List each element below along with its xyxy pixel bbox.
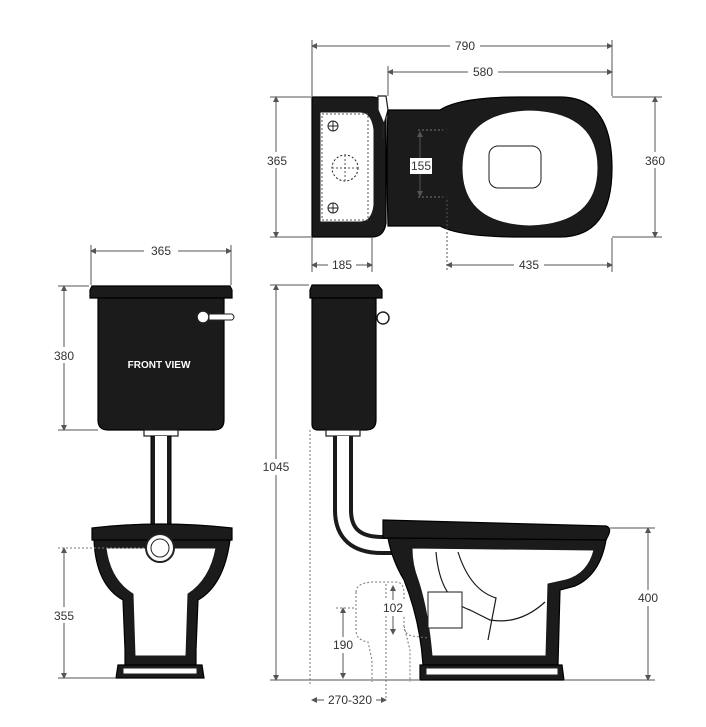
dim-365-plan: 365 [267,154,287,168]
front-view: FRONT VIEW 365 380 [52,243,235,679]
side-pan-seat [382,519,611,541]
dim-400: 400 [638,591,658,605]
side-view: 1045 400 102 190 270-320 [258,284,664,708]
dim-355: 355 [54,609,74,623]
plan-water-area [488,145,542,189]
dim-190: 190 [333,638,353,652]
front-flush-pipe-collar [143,429,179,437]
dim-185: 185 [332,258,352,272]
side-trapway [435,551,546,622]
dim-365-front: 365 [151,244,171,258]
front-lever-handle [196,310,235,324]
dim-1045: 1045 [263,460,290,474]
front-outlet [145,533,175,563]
dim-790: 790 [455,39,475,53]
plan-lever [377,95,389,126]
plan-view: 790 580 365 360 155 185 435 [266,38,669,273]
dim-155: 155 [411,159,431,173]
dim-380: 380 [54,349,74,363]
side-cistern [311,297,377,431]
front-cistern [97,297,225,431]
dim-580: 580 [473,65,493,79]
dim-270-320: 270-320 [328,693,372,707]
front-view-label: FRONT VIEW [128,360,191,371]
dim-360: 360 [645,154,665,168]
side-lever-knob [376,311,390,325]
dim-435: 435 [519,258,539,272]
dim-102: 102 [383,601,403,615]
front-cistern-lid [89,285,233,299]
side-cistern-lid [309,284,383,299]
side-outlet-spigot [427,591,463,629]
